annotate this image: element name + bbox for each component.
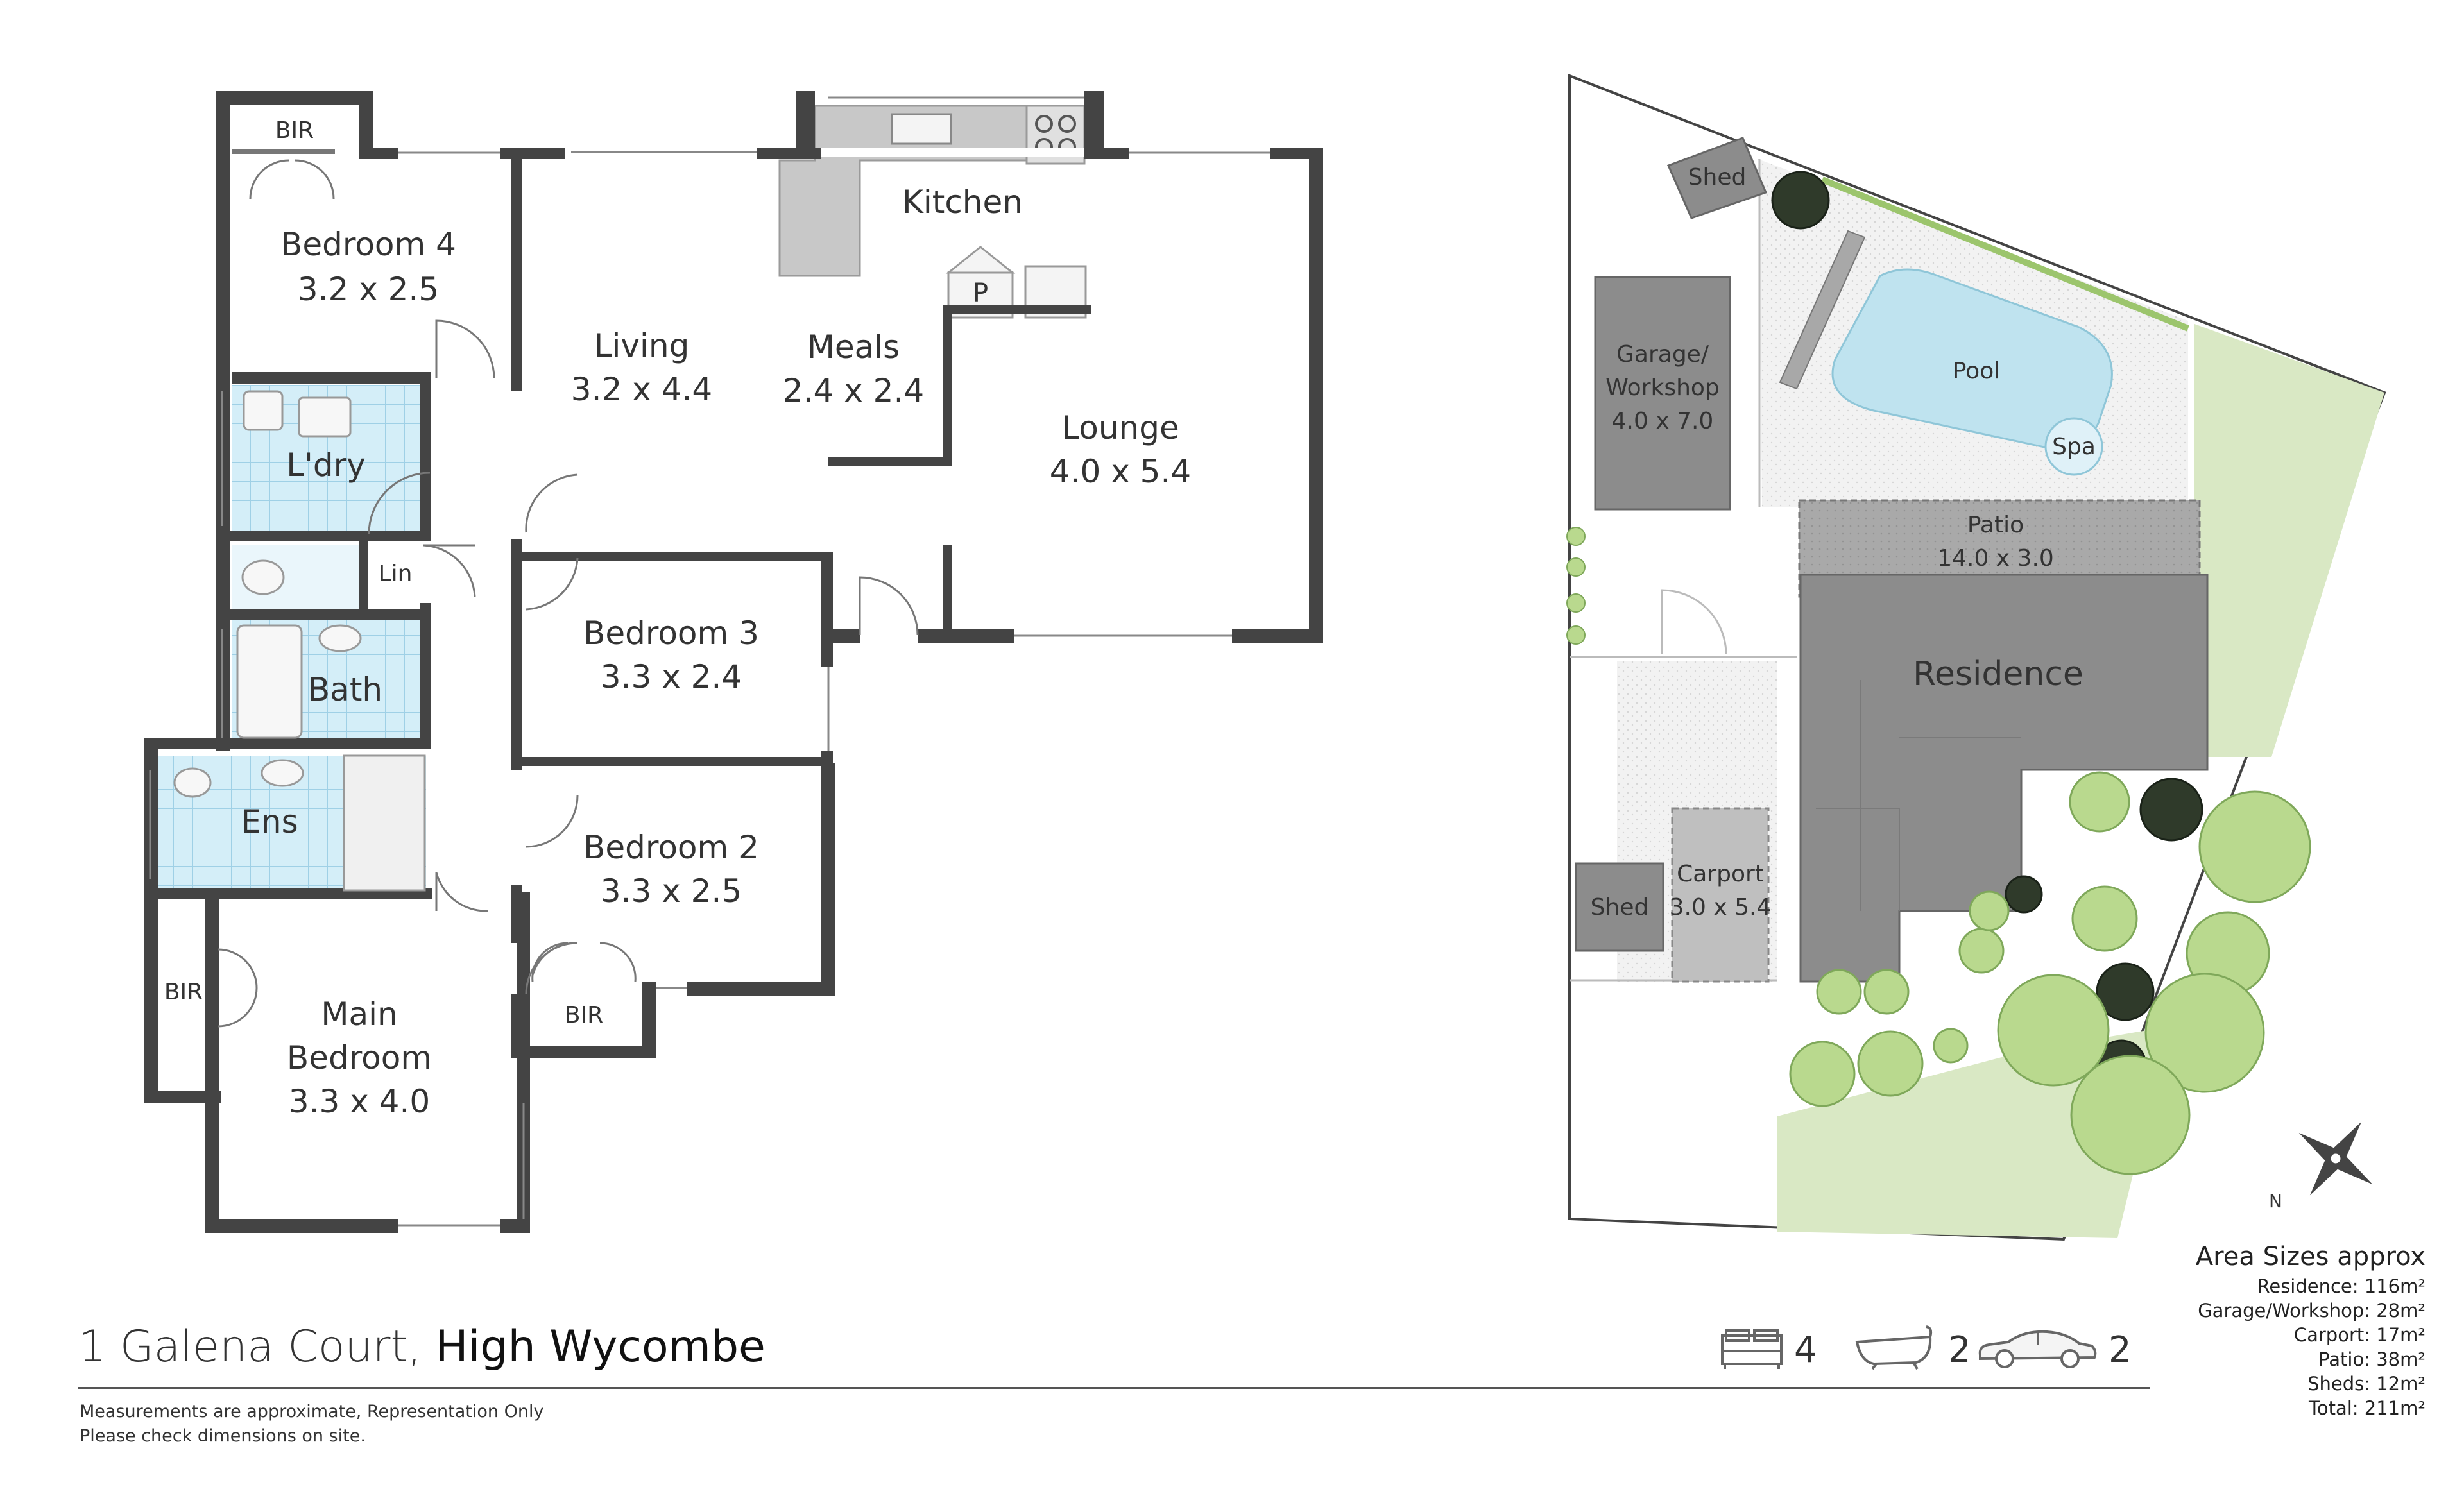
area-patio: Patio: 38m² (2318, 1348, 2426, 1370)
lounge-label: Lounge (1061, 409, 1179, 446)
kitchen-label: Kitchen (902, 183, 1023, 221)
car-icon (1978, 1330, 2097, 1368)
disclaimer-line-2: Please check dimensions on site. (80, 1426, 366, 1446)
spa (2044, 417, 2103, 476)
area-garage-workshop: Garage/Workshop: 28m² (2198, 1300, 2426, 1322)
garage-size: 4.0 x 7.0 (1612, 408, 1714, 434)
garage-label-1: Garage/ (1616, 341, 1709, 368)
bathroom-count: 2 (1854, 1325, 2002, 1377)
shrubs (1566, 527, 1586, 645)
meals-label: Meals (807, 328, 900, 366)
bathroom-count-value: 2 (1948, 1329, 1971, 1371)
patio-size: 14.0 x 3.0 (1937, 545, 2054, 572)
garage-label-2: Workshop (1605, 375, 1720, 401)
lounge-size: 4.0 x 5.4 (1050, 453, 1191, 490)
garage-workshop (1594, 276, 1731, 511)
bir-top-label: BIR (275, 117, 314, 144)
carport-size: 3.0 x 5.4 (1670, 894, 1772, 921)
bedroom-count-value: 4 (1794, 1329, 1817, 1371)
windows (149, 96, 1270, 1227)
address-suburb: High Wycombe (435, 1322, 766, 1372)
compass-north-label: N (2269, 1191, 2282, 1212)
pool-label: Pool (1953, 358, 2000, 384)
carport-label: Carport (1677, 861, 1764, 887)
spa-label: Spa (2052, 434, 2096, 460)
bedroom3-size: 3.3 x 2.4 (601, 658, 742, 695)
car-count-value: 2 (2109, 1329, 2132, 1371)
main-bedroom-label-1: Main (321, 996, 397, 1033)
bath-label: Bath (308, 671, 382, 708)
pool-bench (1779, 230, 1866, 390)
bir-main-label: BIR (164, 979, 203, 1005)
bathtub-icon (1855, 1325, 1933, 1370)
area-sizes: Area Sizes approx Residence: 116m² Garag… (2196, 1239, 2426, 1420)
residence-label: Residence (1913, 655, 2083, 693)
bedroom2-size: 3.3 x 2.5 (601, 872, 742, 910)
bedroom4-size: 3.2 x 2.5 (298, 271, 439, 308)
carport (1671, 807, 1770, 983)
area-sizes-heading: Area Sizes approx (2195, 1242, 2426, 1271)
walls (144, 91, 1425, 1233)
footer-divider (78, 1387, 2150, 1389)
shed-left (1575, 862, 1664, 952)
bedroom3-label: Bedroom 3 (583, 615, 759, 652)
pantry-label: P (973, 278, 988, 308)
address-street: 1 Galena Court, (78, 1322, 422, 1372)
bed-icon (1721, 1329, 1783, 1369)
pool (1831, 268, 2113, 450)
trees (1771, 171, 2311, 1175)
doors (218, 159, 919, 1028)
disclaimer-line-1: Measurements are approximate, Representa… (80, 1402, 544, 1422)
laundry-label: L'dry (286, 446, 366, 484)
area-total: Total: 211m² (2309, 1397, 2426, 1419)
area-residence: Residence: 116m² (2257, 1275, 2426, 1297)
bir-bed2-label: BIR (565, 1002, 603, 1028)
living-label: Living (594, 327, 690, 364)
ensuite-label: Ens (241, 803, 298, 840)
sink (891, 113, 952, 145)
disclaimer: Measurements are approximate, Representa… (80, 1400, 543, 1449)
meals-size: 2.4 x 2.4 (783, 372, 924, 409)
shed-left-label: Shed (1591, 894, 1649, 921)
site-plan: Shed Garage/ Workshop 4.0 x 7.0 Pool Spa… (1566, 74, 2386, 1241)
area-carport: Carport: 17m² (2293, 1324, 2426, 1346)
bedroom2-label: Bedroom 2 (583, 829, 759, 866)
area-sheds: Sheds: 12m² (2307, 1373, 2426, 1395)
patio-label: Patio (1967, 512, 2024, 538)
floor-plan: BIR Bedroom 4 3.2 x 2.5 L'dry Lin Bath E… (144, 91, 1425, 1233)
north-compass: N (2269, 1121, 2373, 1212)
main-bedroom-label-2: Bedroom (287, 1039, 432, 1076)
bedroom4-label: Bedroom 4 (280, 226, 456, 263)
car-count: 2 (1976, 1325, 2143, 1377)
lawn-right (2194, 324, 2384, 757)
linen-label: Lin (379, 561, 413, 587)
fixtures (173, 390, 426, 892)
shed-top-label: Shed (1688, 164, 1747, 191)
shed-top (1666, 137, 1768, 219)
main-bedroom-size: 3.3 x 4.0 (289, 1083, 430, 1120)
property-address: 1 Galena Court, High Wycombe (78, 1322, 766, 1372)
property-features: 4 2 2 (1720, 1325, 2143, 1377)
room-labels: BIR Bedroom 4 3.2 x 2.5 L'dry Lin Bath E… (164, 117, 1191, 1120)
living-size: 3.2 x 4.4 (571, 371, 712, 408)
hedge (1821, 176, 2189, 332)
bedroom-count: 4 (1720, 1325, 1848, 1377)
